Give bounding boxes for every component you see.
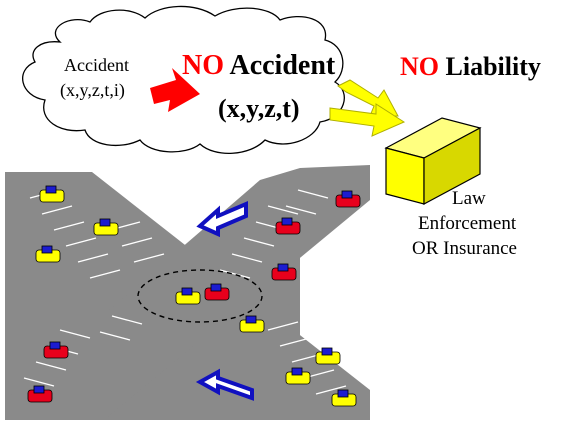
car-icon bbox=[315, 347, 341, 365]
car-icon bbox=[335, 190, 361, 208]
authority-line-2: Enforcement bbox=[418, 213, 517, 234]
accident-word: Accident bbox=[229, 50, 336, 81]
car-icon bbox=[275, 217, 301, 235]
authority-line-3: OR Insurance bbox=[412, 238, 517, 259]
accident-input-label: Accident bbox=[64, 55, 129, 75]
car-icon bbox=[271, 263, 297, 281]
yellow-arrow-icon bbox=[329, 103, 406, 137]
authority-line-1: Law bbox=[452, 188, 486, 209]
no-liability-title: NO Liability bbox=[400, 52, 541, 82]
anonymized-coords: (x,y,z,t) bbox=[218, 94, 300, 123]
no-word: NO bbox=[400, 52, 439, 81]
car-icon bbox=[204, 283, 230, 301]
car-icon bbox=[93, 218, 119, 236]
liability-word: Liability bbox=[445, 52, 541, 81]
red-arrow-icon bbox=[150, 68, 200, 112]
car-icon bbox=[35, 245, 61, 263]
cars bbox=[27, 185, 361, 407]
car-icon bbox=[331, 389, 357, 407]
car-icon bbox=[239, 315, 265, 333]
yellow-arrow-icon bbox=[337, 79, 399, 117]
no-word: NO bbox=[182, 50, 224, 81]
accident-input-coords: (x,y,z,t,i) bbox=[60, 80, 125, 100]
no-accident-title: NO Accident bbox=[182, 50, 335, 82]
yellow-box-icon bbox=[384, 117, 482, 206]
car-icon bbox=[27, 385, 53, 403]
left-arrow-icon bbox=[195, 368, 254, 401]
car-icon bbox=[175, 287, 201, 305]
car-icon bbox=[285, 367, 311, 385]
accident-zone-circle bbox=[137, 269, 263, 323]
left-arrow-icon bbox=[196, 200, 248, 238]
car-icon bbox=[39, 185, 65, 203]
car-icon bbox=[43, 341, 69, 359]
